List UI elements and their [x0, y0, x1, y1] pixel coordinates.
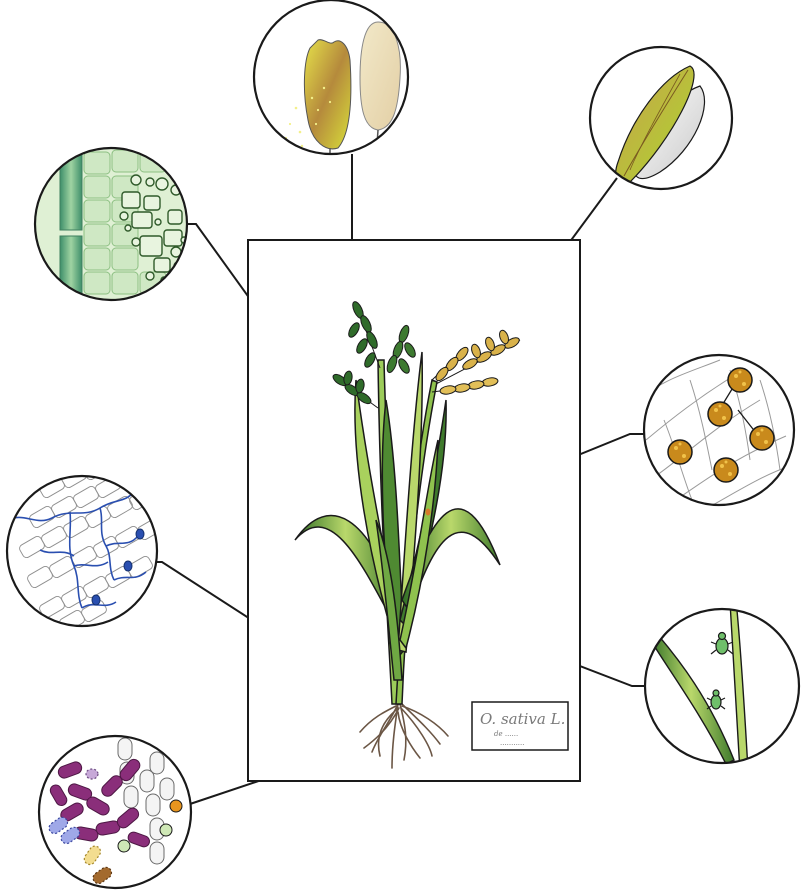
callout-grain [254, 0, 408, 160]
callout-hyphae [7, 457, 164, 633]
callout-bacteria [39, 736, 191, 888]
label-collector: de ...... [494, 730, 518, 738]
label-species: O. sativa L. [480, 710, 565, 728]
label-date: ........... [500, 739, 524, 747]
herbarium-label: O. sativa L. de ...... ........... [472, 702, 568, 750]
callout-spores [640, 355, 794, 512]
callout-leaf-cells [35, 148, 187, 316]
leaf-lesion [426, 509, 431, 516]
seed-icon [304, 40, 351, 149]
callout-insects [645, 600, 799, 772]
callout-husk [590, 47, 732, 189]
